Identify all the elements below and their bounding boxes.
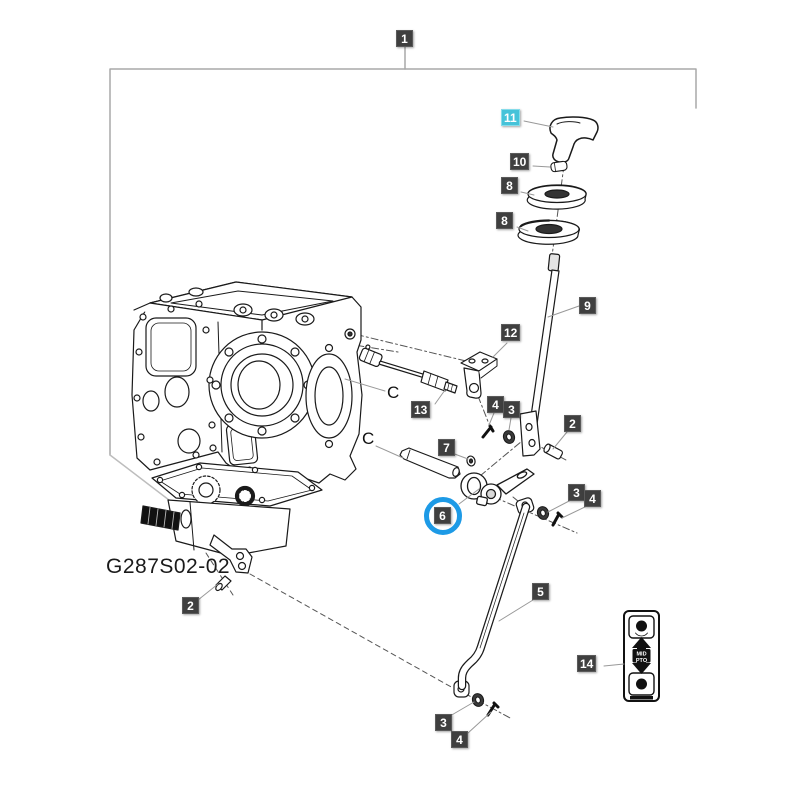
- part-badge-13[interactable]: 13: [411, 401, 431, 418]
- shift-knob-part: [549, 116, 599, 164]
- cotter-pin-mid: [481, 424, 495, 439]
- part-badge-2-right[interactable]: 2: [564, 415, 581, 432]
- part-badge-8-top[interactable]: 8: [501, 177, 518, 194]
- part-badge-3-bottom[interactable]: 3: [435, 714, 452, 731]
- part-badge-4-bottom[interactable]: 4: [451, 731, 468, 748]
- figure-code: G287S02-02: [106, 555, 231, 578]
- part-badge-3-mid[interactable]: 3: [503, 401, 520, 418]
- part-badge-4-mid[interactable]: 4: [487, 396, 504, 413]
- part-badge-6-circled[interactable]: 6: [434, 507, 451, 524]
- sensor-part: [358, 344, 458, 394]
- part-badge-5[interactable]: 5: [532, 583, 549, 600]
- part-badge-10[interactable]: 10: [510, 153, 530, 170]
- washer-right: [536, 506, 550, 520]
- washer-bottom: [471, 693, 485, 707]
- highlight-circle-part-6: [424, 497, 462, 535]
- lever-rod-part: [519, 253, 564, 460]
- link-shaft-part: [399, 447, 476, 479]
- part-badge-9[interactable]: 9: [579, 297, 596, 314]
- mid-pto-decal: MID PTO: [623, 610, 660, 702]
- connector-letter-c1: C: [387, 383, 400, 402]
- part-badge-7[interactable]: 7: [438, 439, 455, 456]
- part-badge-11-highlighted[interactable]: 11: [501, 109, 520, 126]
- part-badge-2-left[interactable]: 2: [182, 597, 199, 614]
- mounting-bracket-part: [460, 351, 498, 399]
- pto-gearbox-drawing: [140, 462, 323, 592]
- cotter-pin-right: [551, 511, 564, 527]
- part-badge-4-right[interactable]: 4: [584, 490, 601, 507]
- lever-cover-plates: [517, 184, 587, 245]
- washer-mid: [502, 430, 516, 444]
- washers-and-cotter-pins: [471, 424, 564, 717]
- decal-text-line1: MID: [636, 652, 646, 658]
- connector-letter-c2: C: [362, 429, 375, 448]
- part-badge-14[interactable]: 14: [577, 655, 597, 672]
- part-badge-1[interactable]: 1: [396, 30, 413, 47]
- select-lever-arm-part: [460, 468, 535, 507]
- part-badge-3-right[interactable]: 3: [568, 484, 585, 501]
- part-badge-12[interactable]: 12: [501, 324, 521, 341]
- decal-text-line2: PTO: [636, 658, 648, 664]
- transmission-case-drawing: [131, 281, 363, 485]
- knob-pin-part: [550, 160, 568, 173]
- part-badge-8-bottom[interactable]: 8: [496, 212, 513, 229]
- control-rod-part: [453, 497, 535, 698]
